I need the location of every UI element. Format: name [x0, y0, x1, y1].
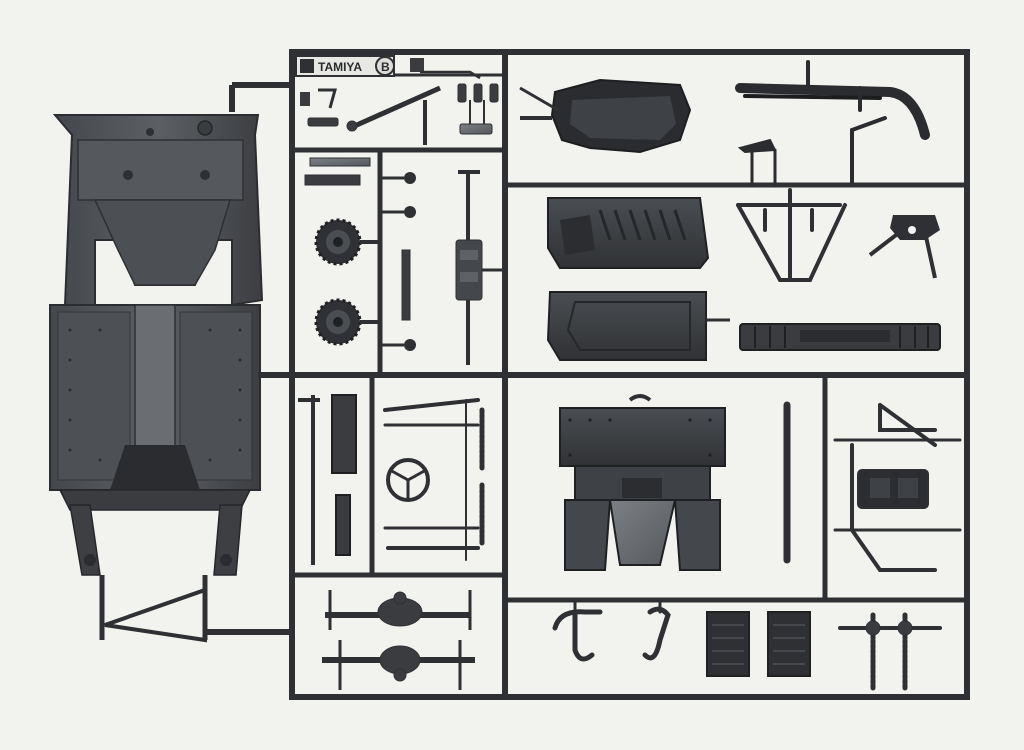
pedals-and-linkages: [300, 58, 499, 145]
sprue-letter: B: [381, 60, 390, 74]
tie-rods-and-shocks: [383, 398, 485, 561]
rear-floor-section: [559, 394, 726, 571]
tamiya-logo-plate: TAMIYA B: [295, 55, 395, 77]
bucket-seat: [519, 78, 692, 154]
shock-absorbers: [838, 612, 942, 691]
grille-bar: [739, 323, 941, 351]
front-axle: [322, 640, 475, 690]
mount-bracket: [868, 215, 940, 279]
chassis-floor-pan: [49, 82, 292, 643]
transmission-shaft: [455, 170, 505, 365]
steering-wheel: [386, 458, 430, 502]
door-panel-upper: [547, 197, 710, 269]
rear-axle: [325, 590, 472, 630]
floor-mats: [298, 394, 357, 565]
exhaust-pipe: [735, 60, 930, 187]
seat-frame: [783, 401, 962, 572]
door-panel-lower: [546, 291, 730, 361]
tow-hooks: [552, 598, 671, 662]
roll-frame: [736, 188, 847, 282]
brand-text: TAMIYA: [318, 60, 362, 74]
spoked-wheels: [304, 157, 416, 351]
footrest-pads: [706, 611, 811, 677]
